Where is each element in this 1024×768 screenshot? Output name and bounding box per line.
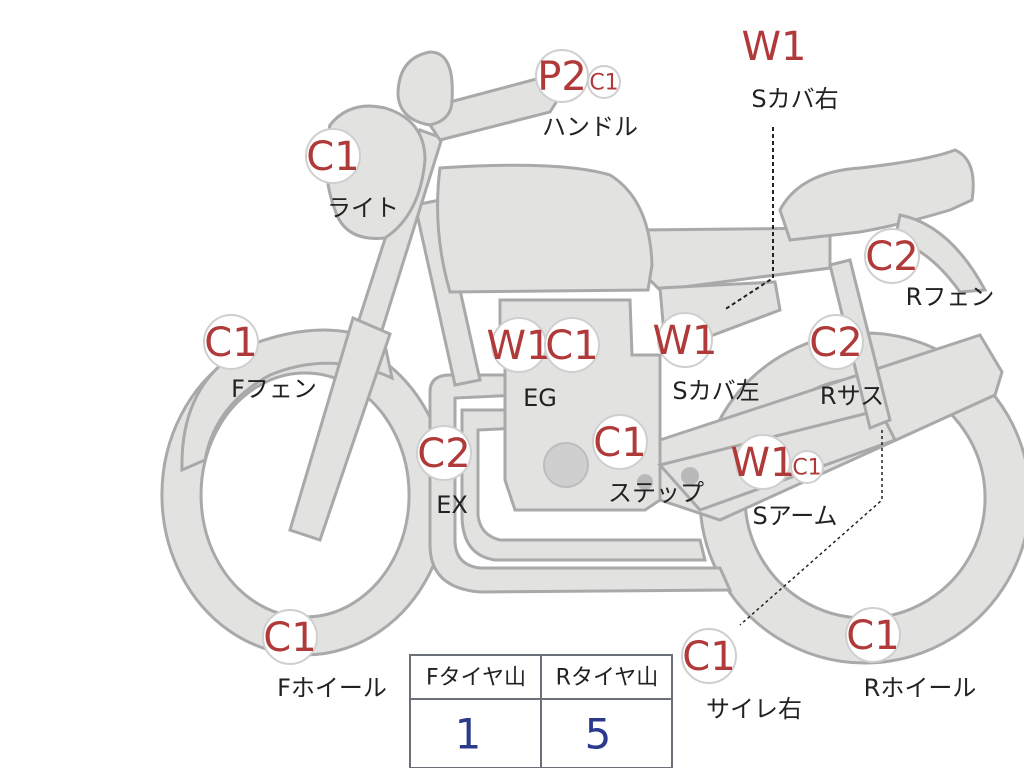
damage-marks: P2 C1 ハンドル W1 Sカバ右 C1 ライト C2 Rフェン C1 Fフェ… [203, 24, 995, 723]
part-label: ハンドル [542, 113, 638, 141]
grade-sub-circle [587, 65, 621, 99]
grade-circle [845, 607, 901, 663]
part-label: Rフェン [906, 283, 995, 311]
motorcycle-silhouette [160, 50, 1024, 665]
part-label: Fホイール [277, 674, 387, 702]
grade-sub-text: C1 [589, 71, 618, 96]
grade-text: C1 [682, 634, 735, 680]
part-label: Sカバ右 [751, 85, 838, 113]
mark-r-fender: C2 Rフェン [864, 228, 995, 311]
mark-handle: P2 C1 ハンドル [535, 49, 638, 141]
grade-sub-text: C1 [792, 456, 821, 481]
leader-lines [723, 127, 883, 626]
grade-circle [203, 314, 259, 370]
exhaust-inner-pipe [460, 408, 707, 562]
grade-text: W1 [487, 323, 552, 369]
grade-circle [681, 628, 737, 684]
table-value-front: 1 [455, 710, 482, 759]
footpeg-right [681, 467, 699, 485]
mark-swing-arm: W1 C1 Sアーム [731, 434, 838, 530]
fuel-tank-shape [436, 163, 654, 294]
grade-circle [592, 414, 648, 470]
tire-tread-table: Fタイヤ山 Rタイヤ山 1 5 [409, 654, 673, 768]
part-label: Rホイール [864, 674, 977, 702]
grade-text: C1 [263, 615, 316, 661]
grade-text: C1 [593, 420, 646, 466]
grade-text: W1 [653, 318, 718, 364]
mark-s-cover-right: W1 Sカバ右 [742, 24, 839, 113]
mark-r-suspension: C2 Rサス [808, 314, 884, 410]
part-label: ステップ [608, 479, 704, 507]
grade-text: C1 [204, 320, 257, 366]
mark-light: C1 ライト [305, 128, 399, 222]
grade-circle [535, 49, 589, 103]
grade-circle [808, 314, 864, 370]
part-label: Rサス [820, 382, 884, 410]
grade-circle [305, 128, 361, 184]
table-header-rear: Rタイヤ山 [556, 666, 659, 691]
grade-circle [262, 609, 318, 665]
mark-r-wheel: C1 Rホイール [845, 607, 977, 702]
grade-text: C2 [809, 320, 862, 366]
footpeg-left [637, 474, 653, 490]
grade-text: C1 [306, 134, 359, 180]
handlebar-shape [417, 76, 562, 142]
part-label: EG [523, 384, 557, 412]
fork-tube-shape [288, 315, 392, 542]
mark-f-fender: C1 Fフェン [203, 314, 317, 403]
grade-text: W1 [731, 440, 796, 486]
grade-text: W1 [742, 24, 807, 70]
grade-sub-circle [544, 317, 600, 373]
grade-sub-circle [790, 450, 824, 484]
mark-step: C1 ステップ [592, 414, 704, 507]
grade-circle [657, 312, 713, 368]
part-label: Sアーム [752, 502, 837, 530]
table-header-front: Fタイヤ山 [426, 666, 526, 691]
part-label: Sカバ左 [672, 377, 759, 405]
grade-circle [416, 425, 472, 481]
grade-circle [735, 434, 791, 490]
exhaust-pipe-shape [428, 373, 733, 594]
grade-circle [864, 228, 920, 284]
mark-silencer-right: C1 サイレ右 [681, 628, 802, 723]
grade-text: C2 [865, 234, 918, 280]
grade-sub-text: C1 [545, 323, 598, 369]
grade-text: C2 [417, 431, 470, 477]
mark-exhaust: C2 EX [416, 425, 472, 519]
s-cover-right-leader [723, 127, 774, 311]
table-value-rear: 5 [585, 710, 612, 759]
part-label: ライト [327, 194, 399, 222]
mark-s-cover-left: W1 Sカバ左 [653, 312, 760, 405]
part-label: サイレ右 [706, 695, 802, 723]
engine-cover-circle [543, 442, 589, 488]
part-label: EX [436, 491, 468, 519]
part-label: Fフェン [231, 375, 317, 403]
handlebar-top-shape [396, 50, 454, 127]
mark-f-wheel: C1 Fホイール [262, 609, 387, 702]
grade-text: C1 [846, 613, 899, 659]
mark-engine: W1 C1 EG [487, 317, 600, 412]
grade-text: P2 [537, 54, 587, 100]
frame-tube-shape [413, 198, 482, 387]
seat-shape [778, 148, 975, 242]
